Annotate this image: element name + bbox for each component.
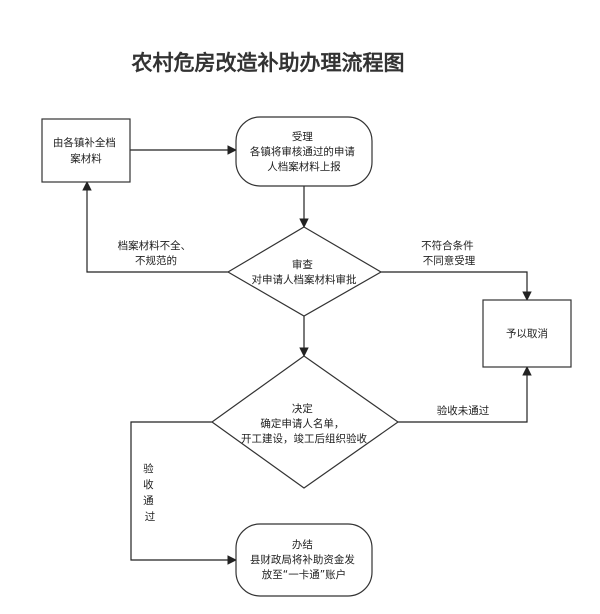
node-review: 审查 对申请人档案材料审批 [226,226,383,317]
passed-char-4: 过 [145,510,156,523]
accept-line-2: 各镇将审核通过的申请 [250,145,355,158]
passed-char-1: 验 [143,462,154,475]
finish-box [235,523,373,597]
connectors [82,145,532,565]
not-qualified-line-2: 不同意受理 [423,254,476,267]
accept-line-3: 人档案材料上报 [267,160,341,173]
finish-line-3: 放至“一卡通”账户 [262,568,346,581]
finish-line-1: 办结 [292,538,313,551]
node-supplement: 由各镇补全档 案材料 [41,118,131,183]
cancel-box [482,299,572,368]
cancel-label: 予以取消 [506,327,548,340]
finish-line-2: 县财政局将补助资金发 [250,553,355,566]
not-qualified-line-1: 不符合条件 [421,239,474,252]
review-line-2: 对申请人档案材料审批 [252,273,357,286]
node-decide: 决定 确定申请人名单， 开工建设，竣工后组织验收 [210,355,400,489]
edge-review-to-cancel [381,271,532,301]
svg-text:办结 县财政局将补助资金发 放至“一: 办结 县财政局将补助资金发 放至“一卡通”账户 [250,538,358,581]
svg-text:由各镇补全档 案材料: 由各镇补全档 案材料 [53,136,119,165]
decide-diamond [210,355,400,489]
decide-line-3: 开工建设，竣工后组织验收 [241,432,367,445]
svg-text:决定 确定申请人名单， 开工建设，竣: 决定 确定申请人名单， 开工建设，竣工后组织验收 [241,402,367,445]
edge-label-inspection-passed: 验 收 通 过 [143,462,157,523]
edge-label-not-qualified: 不符合条件 不同意受理 [421,239,477,267]
node-cancel: 予以取消 [482,299,572,368]
edge-decide-to-finish [130,421,237,565]
incomplete-line-2: 不规范的 [135,254,177,267]
passed-char-2: 收 [143,478,154,491]
supplement-box [41,118,131,183]
supplement-line-1: 由各镇补全档 [53,136,116,149]
svg-text:审查 对申请人档案材料审批: 审查 对申请人档案材料审批 [252,258,357,286]
accept-box [235,116,373,187]
review-diamond [226,226,383,317]
svg-text:受理 各镇将审核通过的申请 人档案材: 受理 各镇将审核通过的申请 人档案材料上报 [250,131,358,173]
edge-label-incomplete: 档案材料不全、 不规范的 [118,239,195,267]
decide-line-2: 确定申请人名单， [260,417,344,430]
supplement-line-2: 案材料 [70,152,102,165]
edge-label-inspection-failed: 验收未通过 [437,404,490,417]
page-title: 农村危房改造补助办理流程图 [131,51,405,75]
passed-char-3: 通 [143,495,154,507]
incomplete-line-1: 档案材料不全、 [118,239,192,252]
accept-line-1: 受理 [292,131,313,143]
decide-line-1: 决定 [292,402,313,415]
node-accept: 受理 各镇将审核通过的申请 人档案材料上报 [235,116,373,187]
edge-decide-to-cancel [398,366,532,423]
review-line-1: 审查 [292,258,313,271]
node-finish: 办结 县财政局将补助资金发 放至“一卡通”账户 [235,523,373,597]
edge-review-to-supplement [82,181,228,273]
